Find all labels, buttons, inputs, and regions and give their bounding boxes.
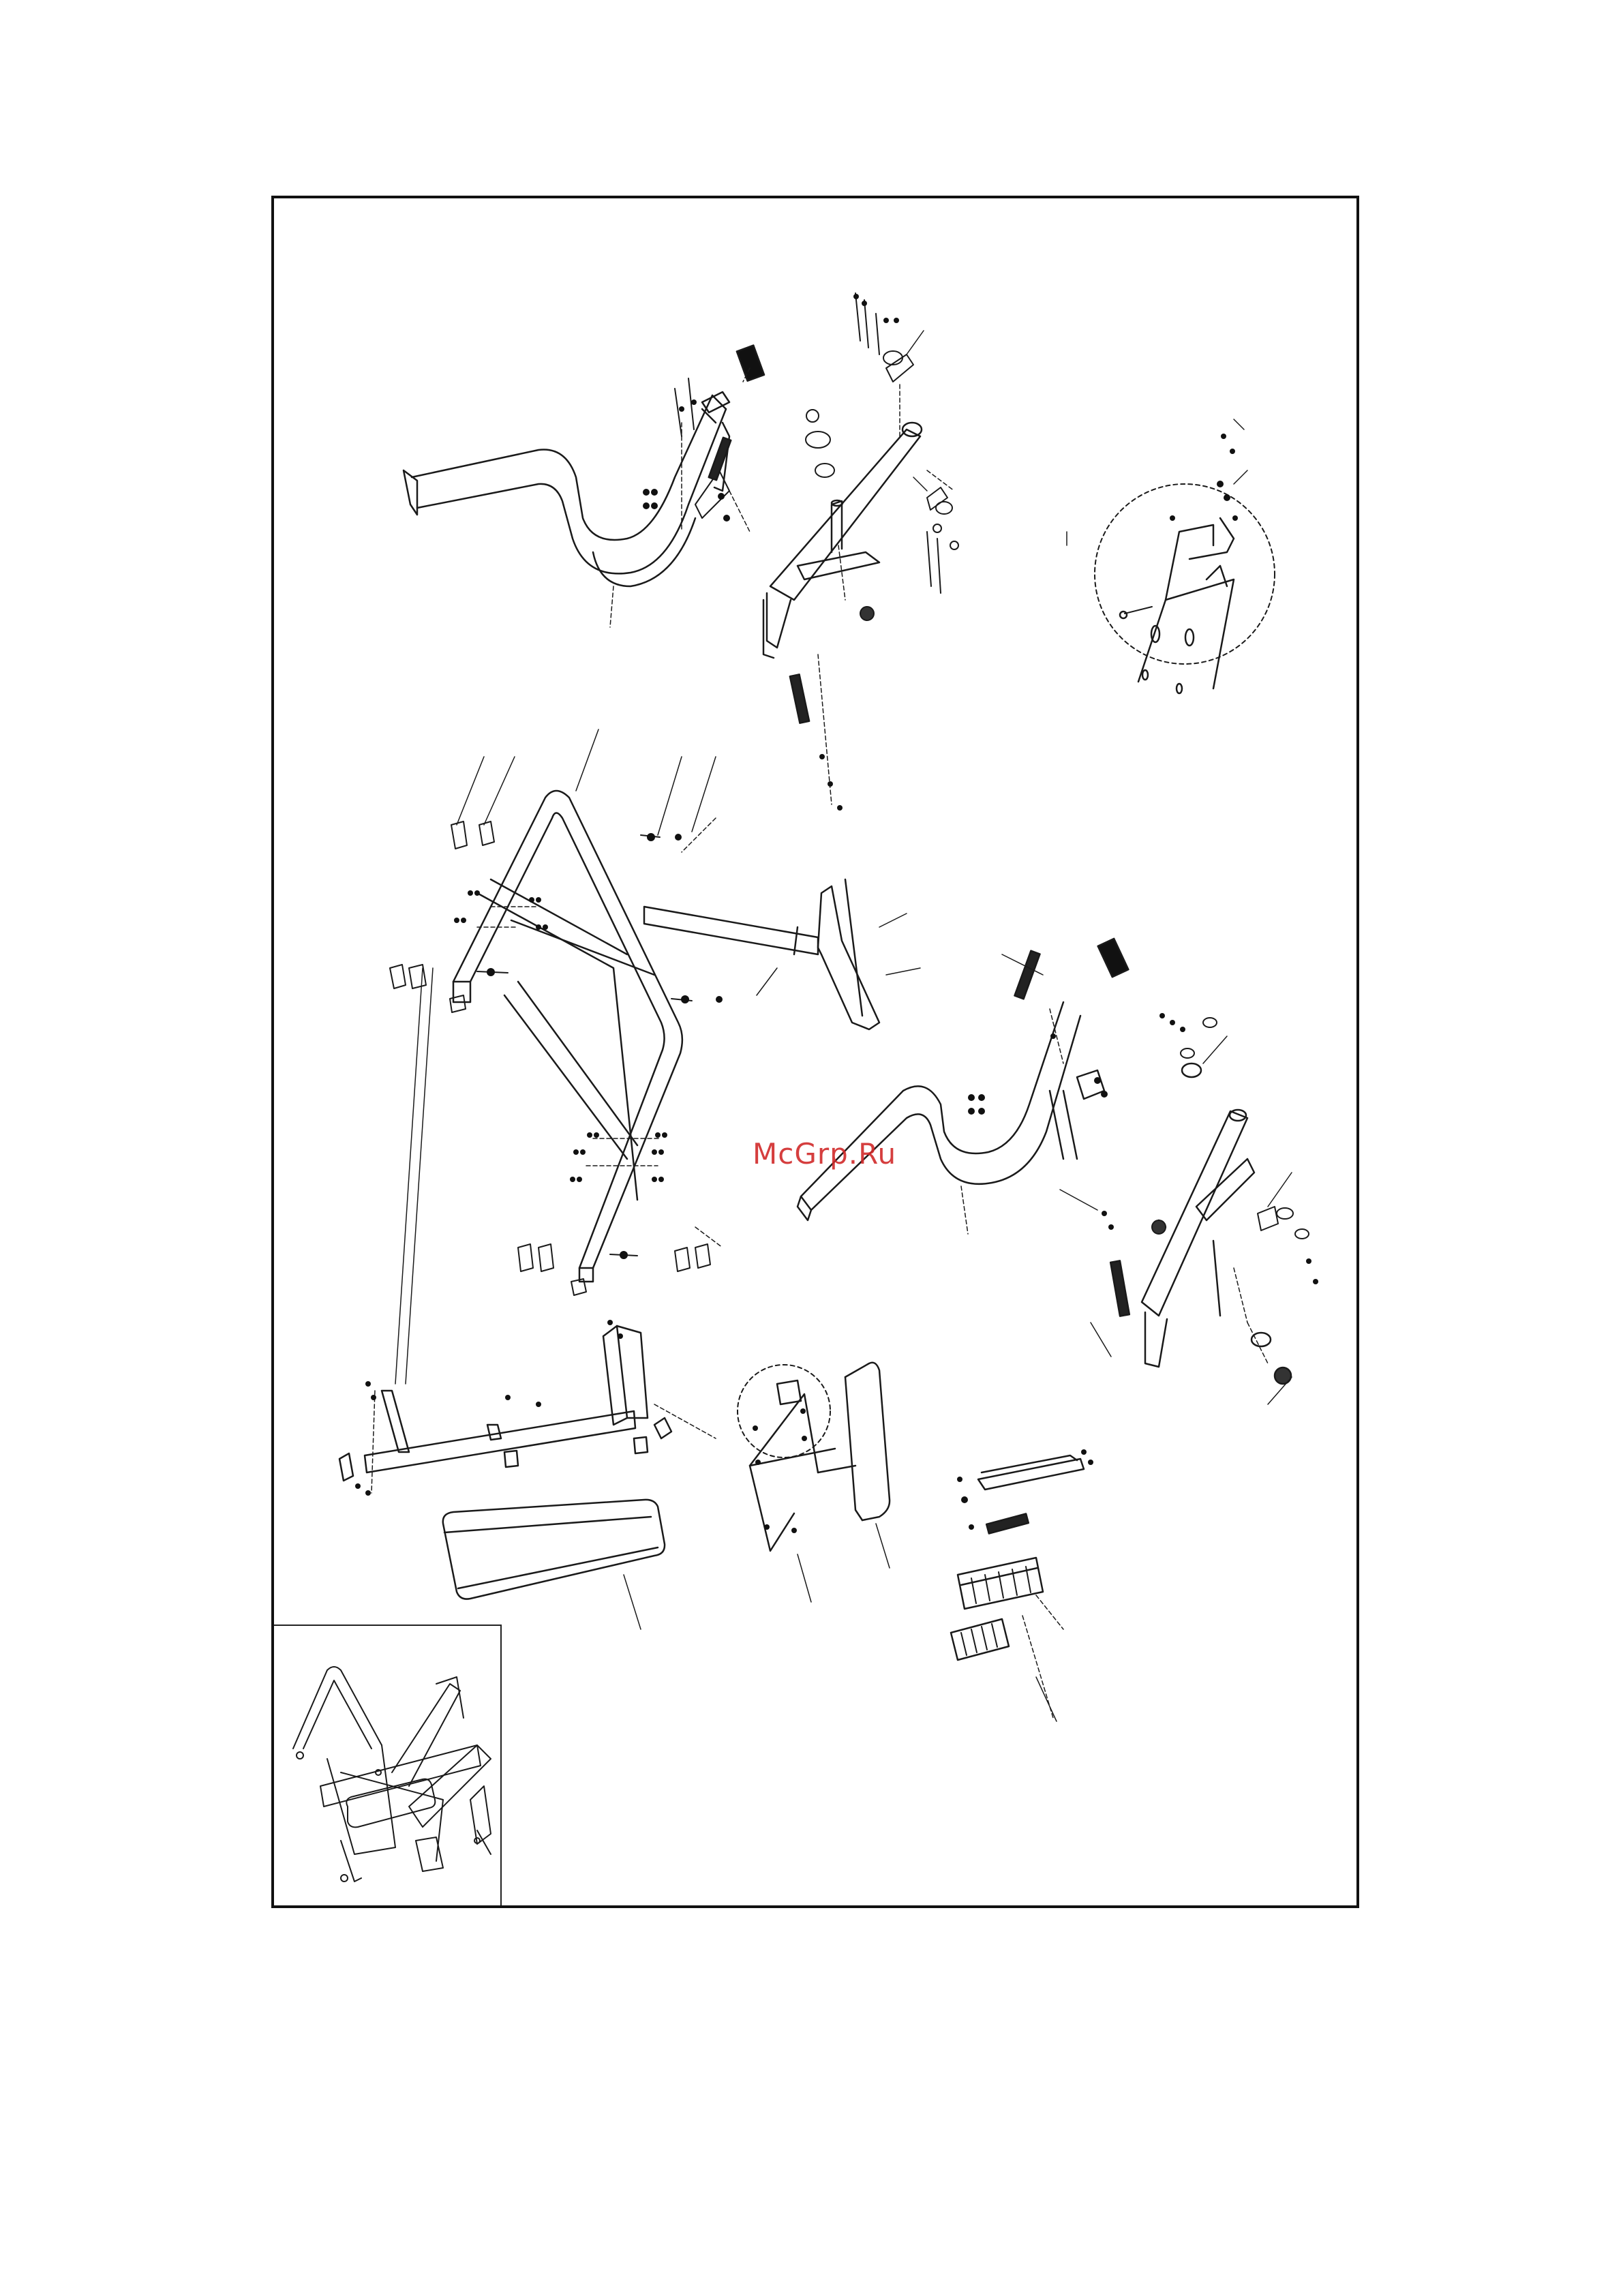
front-crossbar — [644, 879, 879, 1029]
main-a-frame — [453, 791, 682, 1282]
assembled-inset-drawing — [293, 1667, 491, 1882]
upper-center-swing-arm — [763, 293, 958, 811]
right-swing-arm — [1102, 1013, 1318, 1384]
detail-circle-bracket — [1067, 434, 1275, 693]
back-pad-bracket — [738, 1363, 890, 1551]
frame-hardware — [390, 818, 723, 1295]
base-frame — [339, 968, 716, 1496]
pedal-assembly — [951, 1449, 1093, 1718]
upper-left-handle-arm — [404, 346, 764, 627]
right-handle-arm — [798, 939, 1128, 1234]
watermark-text: McGrp.Ru — [753, 1137, 896, 1170]
seat-cushion — [443, 1500, 665, 1599]
